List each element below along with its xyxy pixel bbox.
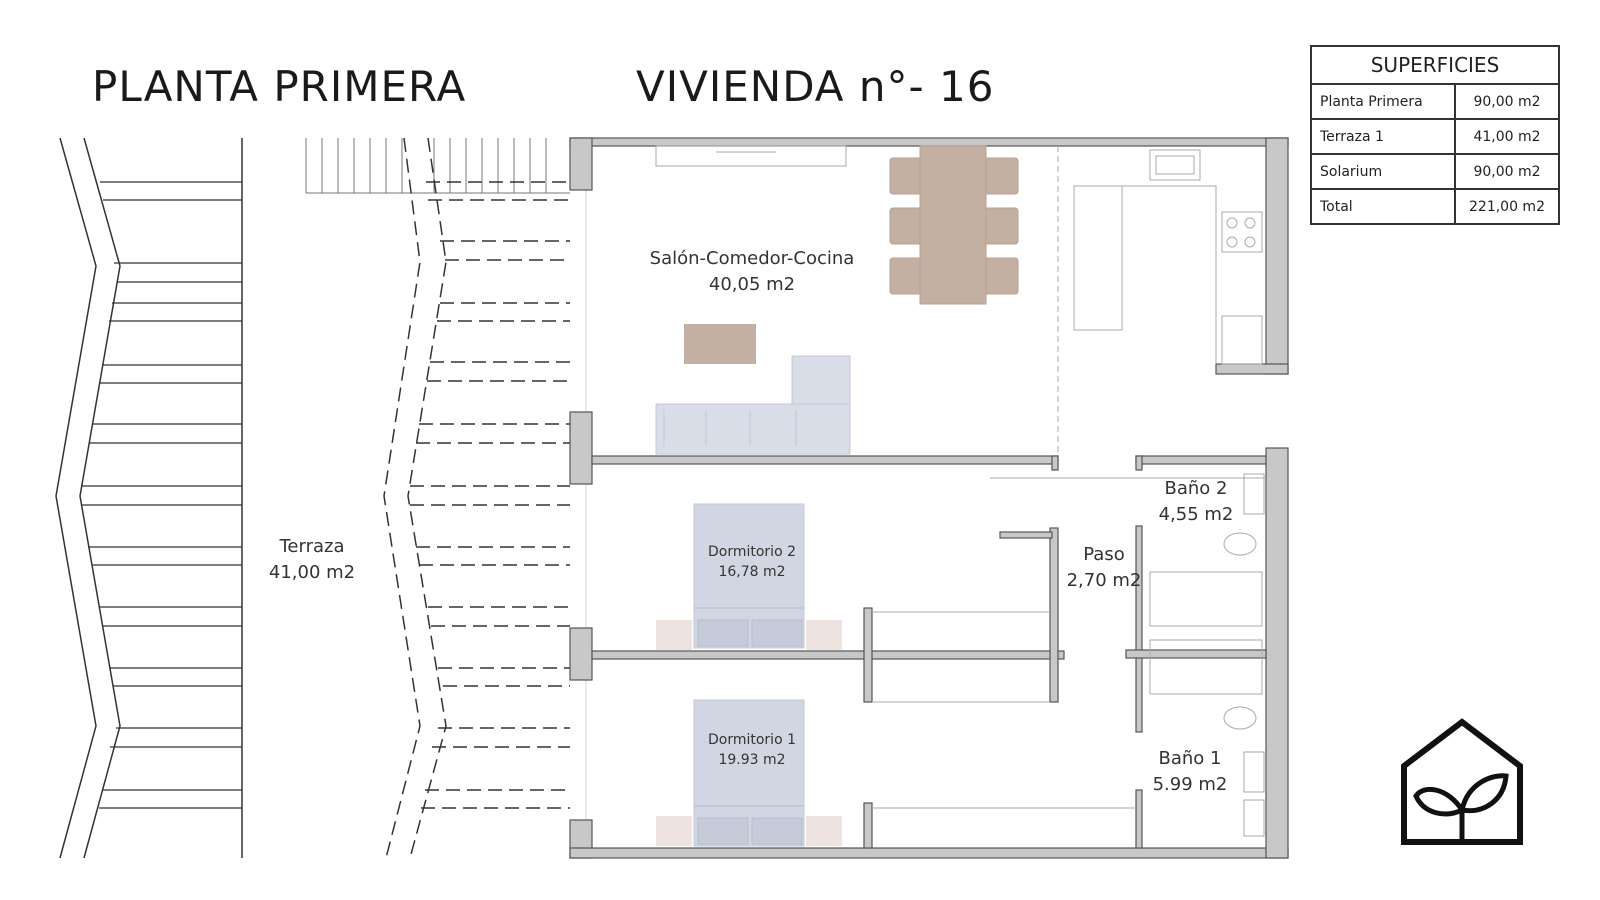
bedroom-1-area: 19.93 m2 (718, 752, 785, 768)
interior-lines (655, 145, 1266, 809)
terrace-railing (55, 137, 243, 859)
table-row: Planta Primera 90,00 m2 (1310, 83, 1560, 120)
surface-value: 221,00 m2 (1454, 188, 1560, 225)
living-room-name: Salón-Comedor-Cocina (650, 248, 855, 269)
bath-2-name: Baño 2 (1165, 478, 1228, 499)
surface-label: Solarium (1310, 153, 1456, 190)
surfaces-header: SUPERFICIES (1310, 45, 1560, 85)
pergola-outline (383, 137, 447, 859)
living-room-area: 40,05 m2 (709, 274, 795, 295)
house-sprout-icon (1401, 718, 1523, 845)
surface-label: Total (1310, 188, 1456, 225)
table-row: Solarium 90,00 m2 (1310, 153, 1560, 190)
surface-label: Terraza 1 (1310, 118, 1456, 155)
bed-room-1 (656, 699, 842, 847)
bed-room-2 (656, 503, 842, 650)
sofa (655, 355, 851, 455)
hall-area: 2,70 m2 (1067, 570, 1142, 591)
surface-value: 90,00 m2 (1454, 153, 1560, 190)
bedroom-1-name: Dormitorio 1 (708, 732, 796, 748)
pergola-beams (410, 181, 570, 809)
bedroom-2-name: Dormitorio 2 (708, 544, 796, 560)
surfaces-table: SUPERFICIES Planta Primera 90,00 m2 Terr… (1310, 45, 1560, 225)
terrace-area: 41,00 m2 (269, 562, 355, 583)
dining-table (889, 145, 1019, 305)
hall-name: Paso (1083, 544, 1124, 565)
bath-1-name: Baño 1 (1159, 748, 1222, 769)
terrace-name: Terraza (278, 536, 344, 557)
surface-value: 90,00 m2 (1454, 83, 1560, 120)
walls (569, 137, 1289, 859)
bath-fixtures (1149, 473, 1265, 837)
bath-1-area: 5.99 m2 (1153, 774, 1228, 795)
terrace-slats (82, 181, 242, 809)
surface-value: 41,00 m2 (1454, 118, 1560, 155)
floor-title: PLANTA PRIMERA (92, 62, 467, 111)
table-row: Total 221,00 m2 (1310, 188, 1560, 225)
table-row: Terraza 1 41,00 m2 (1310, 118, 1560, 155)
unit-title: VIVIENDA n°- 16 (636, 62, 995, 111)
bedroom-2-area: 16,78 m2 (718, 564, 785, 580)
surface-label: Planta Primera (1310, 83, 1456, 120)
balustrade (305, 138, 570, 194)
kitchen-counters (1073, 149, 1263, 365)
coffee-table (684, 324, 756, 364)
bath-2-area: 4,55 m2 (1159, 504, 1234, 525)
